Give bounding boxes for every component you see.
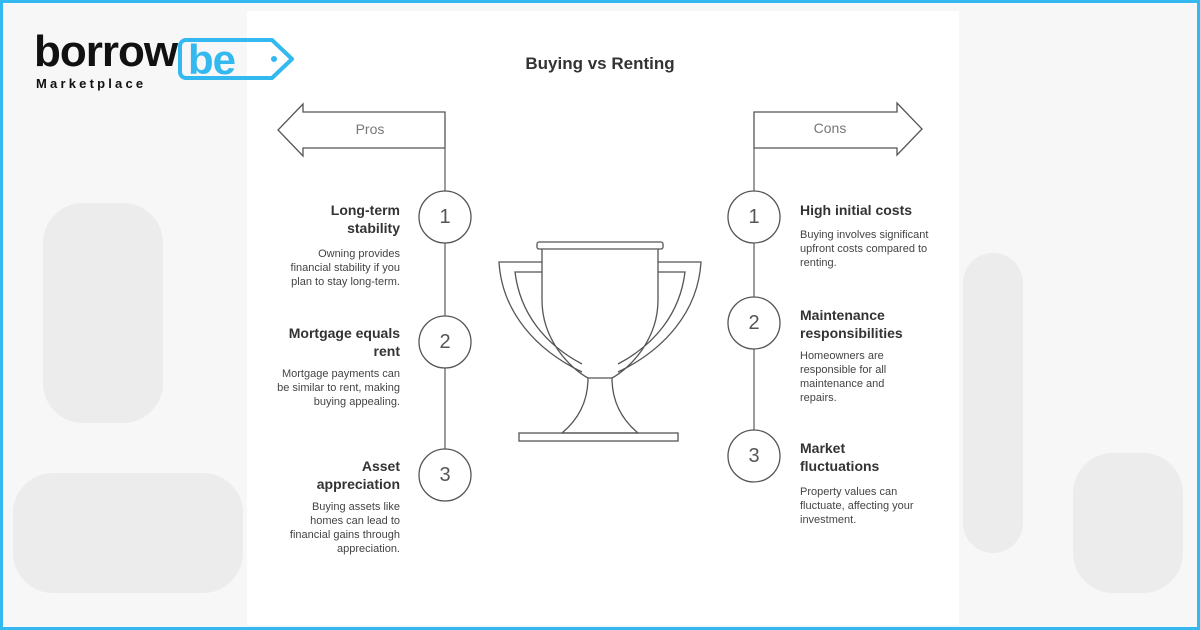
background-blur-left-lower: [13, 473, 243, 593]
pros-label: Pros: [355, 121, 385, 137]
logo-tag-icon: be: [178, 36, 262, 83]
cons-arrow-shape: [753, 101, 923, 157]
cons-desc-3: Property values can fluctuate, affecting…: [800, 486, 914, 526]
pros-heading-2: Mortgage equals rent: [288, 325, 400, 359]
pros-heading-3: Asset appreciation: [316, 458, 400, 492]
logo-tag-point-icon: [260, 38, 294, 80]
pros-circle-3: [418, 448, 472, 502]
pros-desc-3: Buying assets like homes can lead to fin…: [289, 501, 400, 555]
cons-circle-2: [727, 296, 781, 350]
pros-circle-2: [418, 315, 472, 369]
background-blur-left: [43, 203, 163, 423]
pros-desc-2: Mortgage payments can be similar to rent…: [277, 368, 400, 408]
cons-desc-1: Buying involves significant upfront cost…: [800, 229, 929, 269]
cons-number-1: 1: [748, 206, 760, 228]
pros-arrow-shape: [277, 102, 446, 158]
cons-circle-1: [727, 190, 781, 244]
cons-desc-2: Homeowners are responsible for all maint…: [800, 350, 887, 404]
pros-number-3: 3: [439, 464, 451, 486]
cons-number-3: 3: [748, 445, 760, 467]
brand-logo: borrow be Marketplace: [34, 30, 294, 92]
logo-subtitle: Marketplace: [36, 76, 147, 91]
cons-number-2: 2: [748, 312, 760, 334]
cons-heading-1: High initial costs: [800, 202, 913, 218]
background-blur-right-lower: [1073, 453, 1183, 593]
cons-label: Cons: [813, 120, 847, 136]
pros-heading-1: Long-term stability: [330, 202, 400, 236]
background-blur-right: [963, 253, 1023, 553]
pros-desc-1: Owning provides financial stability if y…: [290, 248, 400, 288]
diagram-title: Buying vs Renting: [525, 54, 675, 73]
trophy-icon: [498, 241, 702, 442]
logo-word: borrow: [34, 27, 178, 76]
cons-circle-3: [727, 429, 781, 483]
pros-circle-1: [418, 190, 472, 244]
cons-heading-3: Market fluctuations: [800, 440, 880, 474]
pros-number-1: 1: [439, 206, 451, 228]
cons-heading-2: Maintenance responsibilities: [800, 307, 903, 341]
pros-number-2: 2: [439, 331, 451, 353]
logo-tag-text: be: [188, 36, 236, 83]
